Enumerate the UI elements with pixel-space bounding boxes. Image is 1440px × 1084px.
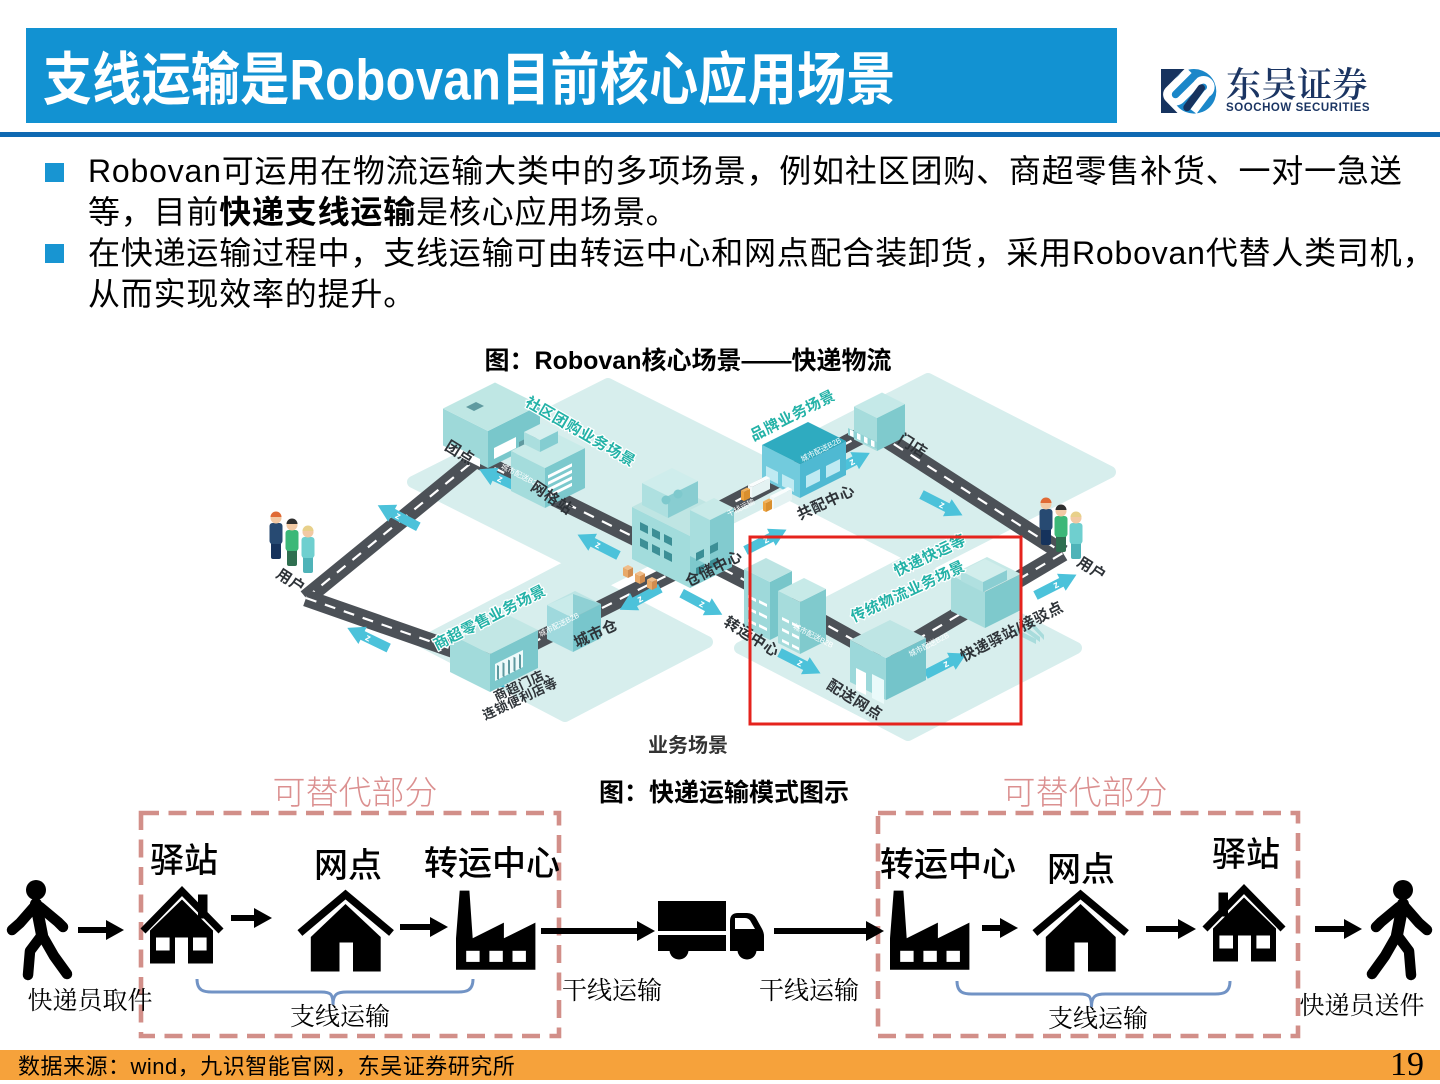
svg-text:SOOCHOW SECURITIES: SOOCHOW SECURITIES — [1226, 102, 1370, 114]
svg-text:z: z — [848, 456, 857, 468]
svg-text:z: z — [937, 499, 946, 511]
svg-text:z: z — [393, 510, 403, 522]
svg-text:z: z — [495, 473, 504, 485]
svg-text:z: z — [635, 593, 645, 605]
svg-text:东吴证券: 东吴证券 — [1226, 66, 1368, 105]
svg-text:z: z — [795, 657, 804, 669]
svg-text:z: z — [593, 539, 602, 551]
svg-text:z: z — [697, 598, 707, 610]
svg-text:z: z — [762, 534, 771, 546]
svg-text:z: z — [1052, 579, 1061, 591]
svg-text:z: z — [942, 658, 951, 670]
svg-text:z: z — [363, 632, 372, 644]
